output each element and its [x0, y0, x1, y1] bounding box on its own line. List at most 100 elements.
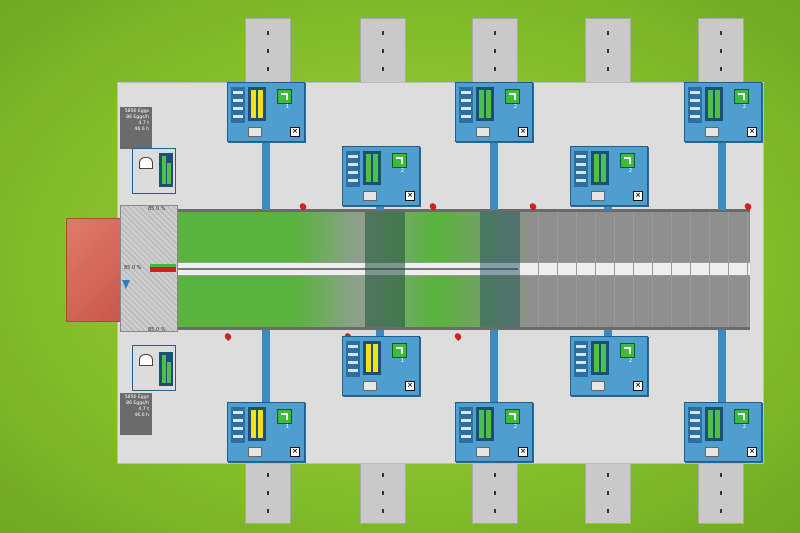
control-panel-bottom-3[interactable]: 2× [455, 402, 533, 462]
pipe-bottom-5 [718, 330, 726, 402]
control-panel-top-1[interactable]: 1× [227, 82, 305, 142]
pause-icon[interactable] [392, 343, 407, 358]
close-icon[interactable]: × [405, 191, 415, 201]
close-icon[interactable]: × [747, 127, 757, 137]
bay-top-1[interactable] [245, 18, 291, 84]
status-icon [476, 447, 490, 457]
panel-state: 1 [285, 104, 289, 110]
lift-section-2 [480, 210, 520, 328]
pipe-top-4 [604, 205, 612, 210]
close-icon[interactable]: × [290, 447, 300, 457]
level-indicator [459, 87, 473, 123]
control-panel-bottom-1[interactable]: 1× [227, 402, 305, 462]
info-rate: 86 Eggs/h [126, 115, 149, 120]
fill-gauge [591, 151, 609, 185]
level-indicator [459, 407, 473, 443]
panel-state: 1 [285, 424, 289, 430]
intake-center-value: 85.0 % [124, 265, 142, 271]
info-weight: 4.7 t [138, 121, 149, 126]
pipe-bottom-4 [604, 330, 612, 336]
play-icon[interactable] [734, 89, 749, 104]
control-panel-bottom-4[interactable]: 2× [570, 336, 648, 396]
level-indicator [574, 341, 588, 377]
panel-state: 2 [628, 168, 632, 174]
intake-bottom-value: 85.0 % [148, 327, 166, 333]
panel-state: 2 [628, 358, 632, 364]
pipe-top-1 [262, 140, 270, 210]
feeder-bottom[interactable] [132, 345, 176, 391]
level-indicator [688, 87, 702, 123]
bay-top-4[interactable] [585, 18, 631, 84]
status-icon [591, 381, 605, 391]
info-rate: 86 Eggs/h [126, 401, 149, 406]
play-icon[interactable] [620, 343, 635, 358]
control-panel-top-3[interactable]: 2× [455, 82, 533, 142]
bay-bottom-3[interactable] [472, 460, 518, 524]
play-icon[interactable] [620, 153, 635, 168]
intake-top-value: 85.0 % [148, 206, 166, 212]
fill-gauge [705, 87, 723, 121]
level-indicator [688, 407, 702, 443]
pause-icon[interactable] [277, 89, 292, 104]
bay-bottom-5[interactable] [698, 460, 744, 524]
pause-icon[interactable] [277, 409, 292, 424]
status-icon [591, 191, 605, 201]
bay-bottom-4[interactable] [585, 460, 631, 524]
close-icon[interactable]: × [405, 381, 415, 391]
pipe-bottom-2 [376, 330, 384, 336]
bay-bottom-1[interactable] [245, 460, 291, 524]
close-icon[interactable]: × [290, 127, 300, 137]
play-icon[interactable] [392, 153, 407, 168]
status-icon [248, 127, 262, 137]
play-icon[interactable] [734, 409, 749, 424]
panel-state: 2 [742, 104, 746, 110]
level-indicator [346, 151, 360, 187]
close-icon[interactable]: × [518, 127, 528, 137]
info-eggs: 5856 Eggs [124, 395, 149, 400]
pipe-top-3 [490, 140, 498, 210]
feeder-top[interactable] [132, 148, 176, 194]
control-panel-bottom-5[interactable]: 2× [684, 402, 762, 462]
fill-gauge [476, 407, 494, 441]
info-hours: 46.6 h [134, 127, 149, 132]
control-panel-top-2[interactable]: 2× [342, 146, 420, 206]
play-icon[interactable] [505, 89, 520, 104]
info-weight: 4.7 t [138, 407, 149, 412]
feeder-bottom-bars [159, 352, 173, 386]
play-icon[interactable] [505, 409, 520, 424]
status-icon [363, 191, 377, 201]
side-info-bottom: 5856 Eggs 86 Eggs/h 4.7 t 46.6 h [120, 393, 152, 435]
info-hours: 46.6 h [134, 413, 149, 418]
close-icon[interactable]: × [633, 381, 643, 391]
control-panel-top-5[interactable]: 2× [684, 82, 762, 142]
intake-red-bar [150, 265, 176, 272]
lift-section-1 [365, 210, 405, 328]
side-info-top: 5856 Eggs 86 Eggs/h 4.7 t 46.6 h [120, 107, 152, 149]
silo-icon [139, 157, 153, 169]
feeder-top-bars [159, 153, 173, 187]
bay-top-3[interactable] [472, 18, 518, 84]
fill-gauge [248, 407, 266, 441]
bay-top-5[interactable] [698, 18, 744, 84]
conveyor-slats [520, 210, 750, 328]
fill-gauge [705, 407, 723, 441]
pipe-bottom-1 [262, 330, 270, 402]
control-panel-bottom-2[interactable]: 1× [342, 336, 420, 396]
status-icon [363, 381, 377, 391]
close-icon[interactable]: × [633, 191, 643, 201]
panel-state: 2 [513, 424, 517, 430]
egg-belt-line [178, 268, 518, 270]
status-icon [248, 447, 262, 457]
panel-state: 2 [513, 104, 517, 110]
control-panel-top-4[interactable]: 2× [570, 146, 648, 206]
close-icon[interactable]: × [747, 447, 757, 457]
close-icon[interactable]: × [518, 447, 528, 457]
pipe-bottom-3 [490, 330, 498, 402]
panel-state: 1 [400, 358, 404, 364]
pipe-top-2 [376, 205, 384, 210]
pipe-top-5 [718, 140, 726, 210]
bay-top-2[interactable] [360, 18, 406, 84]
bay-bottom-2[interactable] [360, 460, 406, 524]
silo-icon [139, 354, 153, 366]
status-icon [705, 447, 719, 457]
